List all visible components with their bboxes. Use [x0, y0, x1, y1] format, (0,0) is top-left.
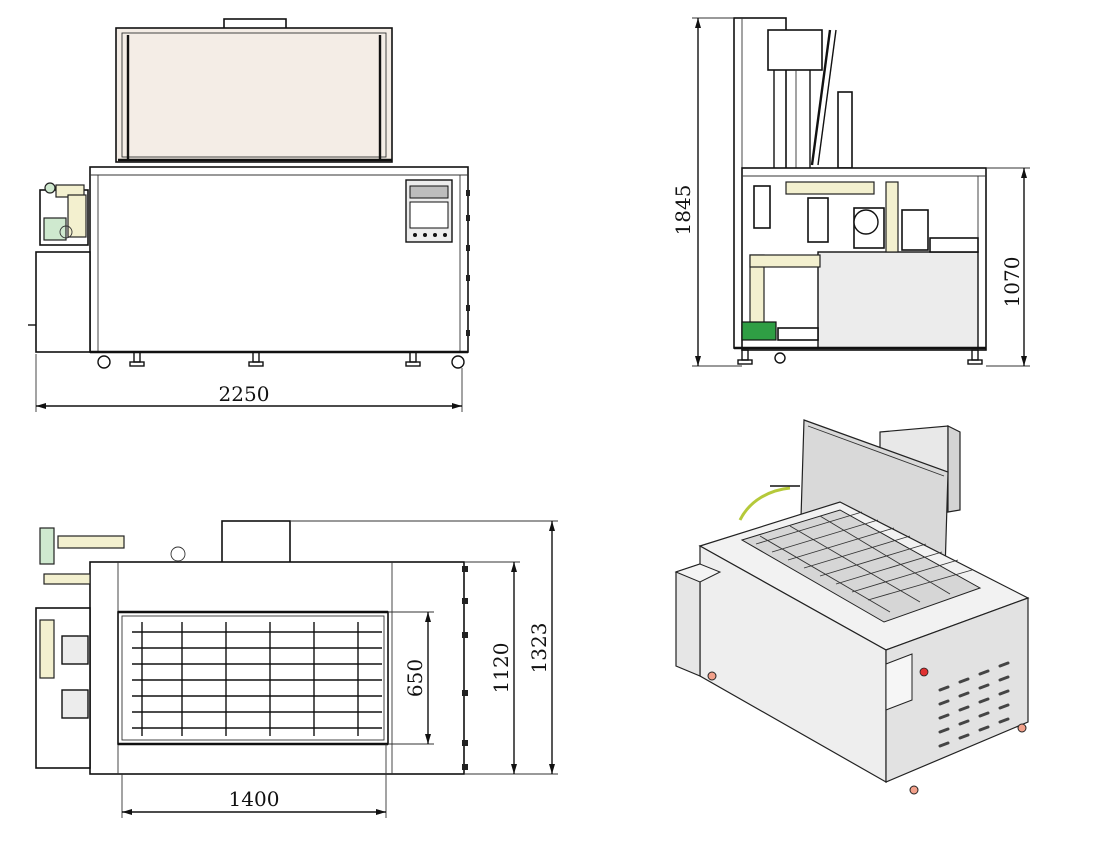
dim-total-depth-1323: 1323: [527, 623, 551, 674]
iso-vents: [938, 661, 1010, 748]
side-view: 1845 1070: [671, 17, 1030, 367]
dim-body-depth-1120: 1120: [489, 643, 513, 694]
dim-basket-depth-650: 650: [403, 659, 427, 697]
iso-basket-grid: [755, 511, 973, 613]
front-view: 2250: [28, 18, 470, 412]
dim-height-1845: 1845: [671, 185, 695, 236]
top-view: 1400 650 1120 1323: [35, 520, 558, 818]
stop-button: [919, 667, 929, 677]
basket-grid: [132, 622, 382, 736]
isometric-view: [674, 419, 1030, 795]
iso-side-face: [885, 597, 1029, 783]
dim-width-2250: 2250: [219, 382, 270, 406]
basket: [117, 611, 389, 745]
dim-basket-width-1400: 1400: [229, 787, 280, 811]
dim-body-height-1070: 1070: [1000, 257, 1024, 308]
front-lid: [115, 27, 393, 163]
